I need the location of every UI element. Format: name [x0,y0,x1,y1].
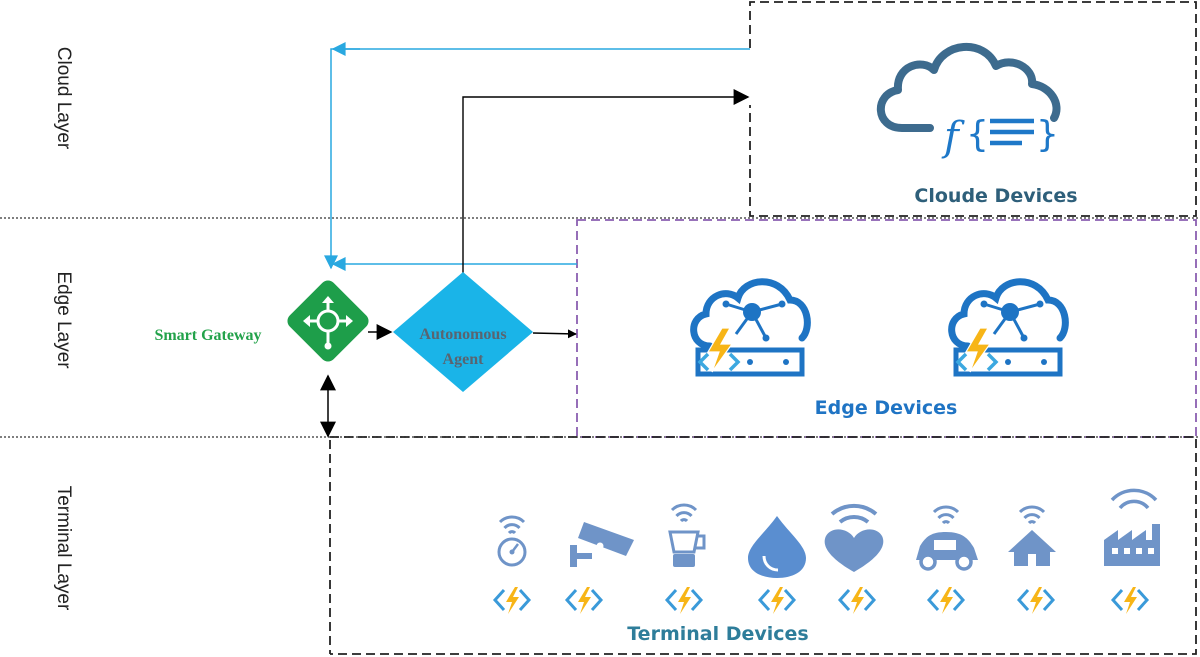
heart-icon [824,503,884,572]
gauge-icon [497,515,527,567]
svg-text:f: f [941,114,965,160]
cloud-to-gateway-arrow [324,48,750,270]
terminal-devices-box [330,436,1197,655]
agent-to-cloud-arrow [462,89,750,282]
car-icon [916,505,978,571]
edge-device-icon-2 [952,282,1066,374]
terminal-function-icon-1 [493,585,531,616]
edge-layer-label: Edge Layer [53,271,74,369]
cloud-layer-label: Cloud Layer [53,47,74,150]
terminal-devices-label: Terminal Devices [627,623,809,645]
cloud-devices-label: Cloude Devices [914,185,1077,207]
terminal-function-icon-5 [838,585,876,616]
water-drop-icon [748,516,806,578]
smart-gateway-node [287,280,369,362]
cloud-devices-box [749,1,1197,217]
terminal-layer-label: Terminal Layer [53,486,74,611]
autonomous-agent-node [393,272,533,392]
cloud-function-icon: f { } [876,42,1061,160]
terminal-function-icon-4 [758,585,796,616]
agent-label-line1: Autonomous [419,326,506,343]
agent-label-line2: Agent [443,351,485,368]
terminal-function-icon-3 [665,585,703,616]
edge-devices-label: Edge Devices [815,397,958,419]
terminal-function-icon-7 [1017,585,1055,616]
blender-icon [668,503,706,567]
agent-to-edge-arrow [532,329,577,339]
terminal-function-icon-6 [927,585,965,616]
home-icon [1008,505,1056,566]
factory-icon [1104,488,1160,566]
svg-text:}: } [1036,114,1059,155]
edge-devices-box [576,219,1197,438]
terminal-function-icon-2 [565,585,603,616]
smart-gateway-label: Smart Gateway [154,327,261,344]
terminal-function-icon-8 [1111,585,1149,616]
edge-device-icon-1 [694,282,808,374]
svg-text:{: { [966,114,989,155]
security-camera-icon [570,522,634,567]
